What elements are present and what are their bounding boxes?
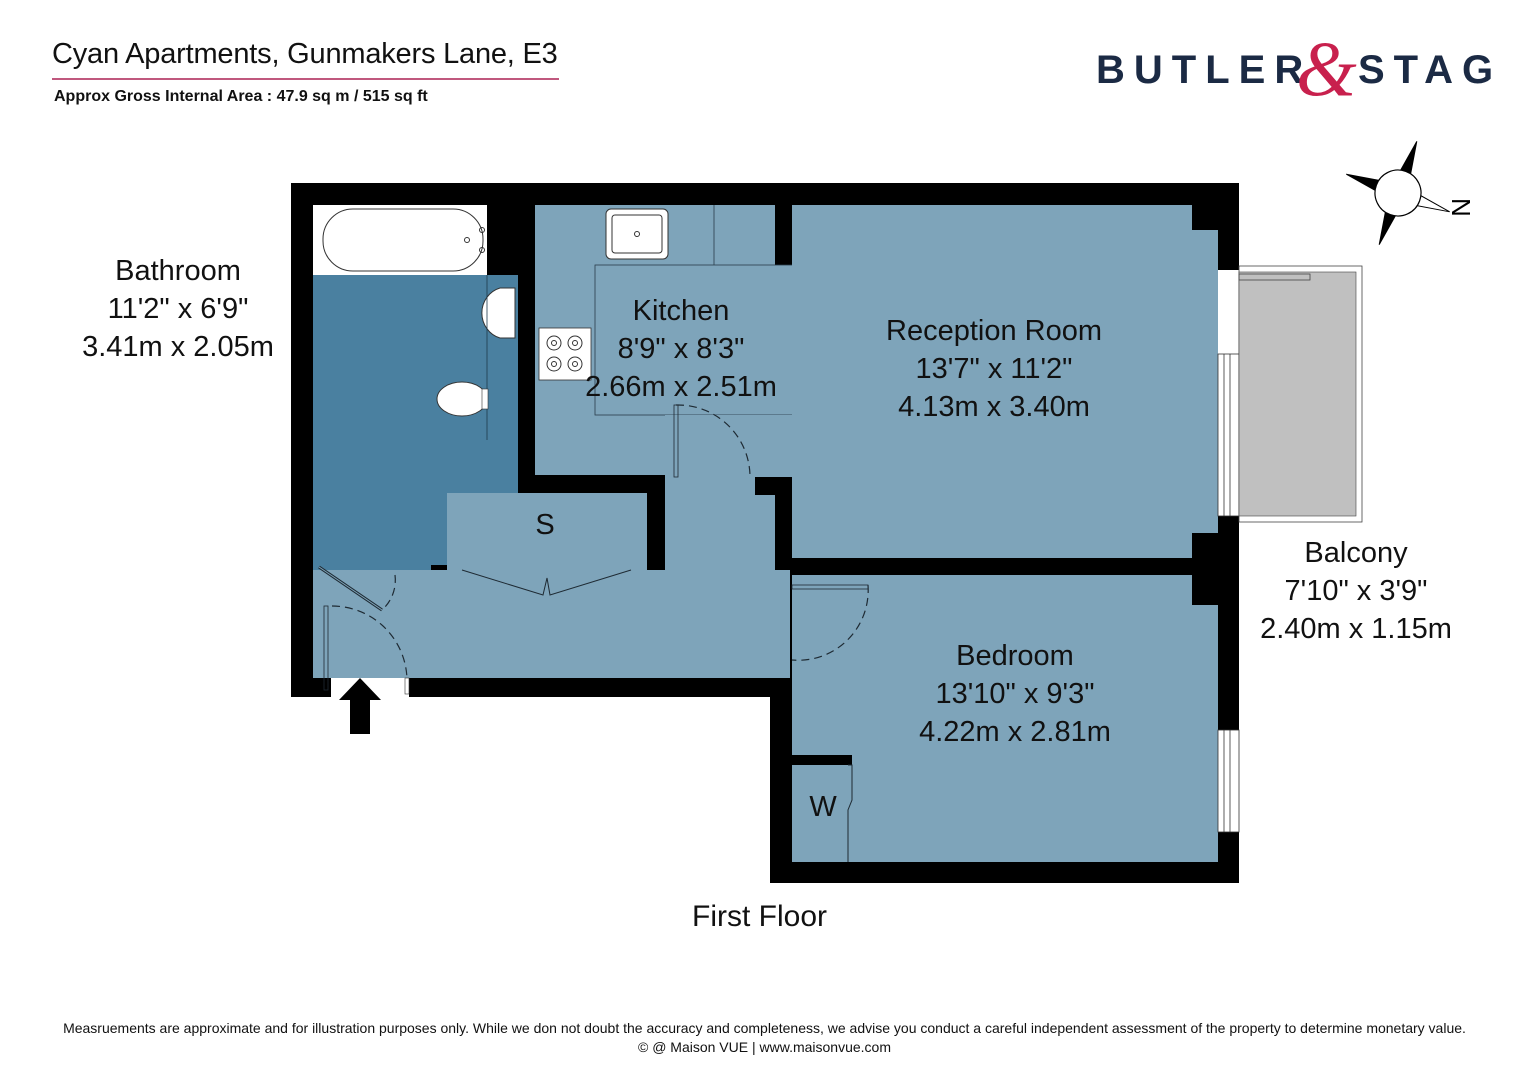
property-title: Cyan Apartments, Gunmakers Lane, E3 <box>52 38 558 70</box>
bedroom-fill <box>792 575 1218 862</box>
store-label: S <box>535 509 555 541</box>
north-label: N <box>1446 198 1476 217</box>
kitchen-sink-icon <box>605 208 669 260</box>
title-divider <box>52 78 559 80</box>
entrance-arrow-icon <box>339 678 381 734</box>
hallway-fill <box>313 415 790 678</box>
balcony <box>1238 265 1363 523</box>
logo-word-butler: BUTLER <box>1096 48 1313 92</box>
wardrobe <box>792 765 848 862</box>
basin-icon <box>481 287 516 339</box>
compass-icon <box>1346 141 1450 245</box>
kitchen-worktop <box>594 264 796 416</box>
disclaimer: Measruements are approximate and for ill… <box>63 1020 1466 1036</box>
logo-ampersand: & <box>1296 25 1357 112</box>
reception-fill <box>750 205 1218 558</box>
bathtub-icon <box>322 208 484 272</box>
store-cupboard <box>447 493 647 571</box>
wardrobe-label: W <box>809 791 837 823</box>
logo-word-stag: STAG <box>1358 48 1503 92</box>
agency-logo: BUTLER & STAG <box>1096 25 1496 112</box>
hob-icon <box>538 327 592 381</box>
gross-internal-area: Approx Gross Internal Area : 47.9 sq m /… <box>54 88 428 105</box>
toilet-icon <box>436 381 488 417</box>
credit: © @ Maison VUE | www.maisonvue.com <box>637 1039 892 1055</box>
footer: Measruements are approximate and for ill… <box>0 1019 1529 1057</box>
floor-label: First Floor <box>692 900 827 933</box>
